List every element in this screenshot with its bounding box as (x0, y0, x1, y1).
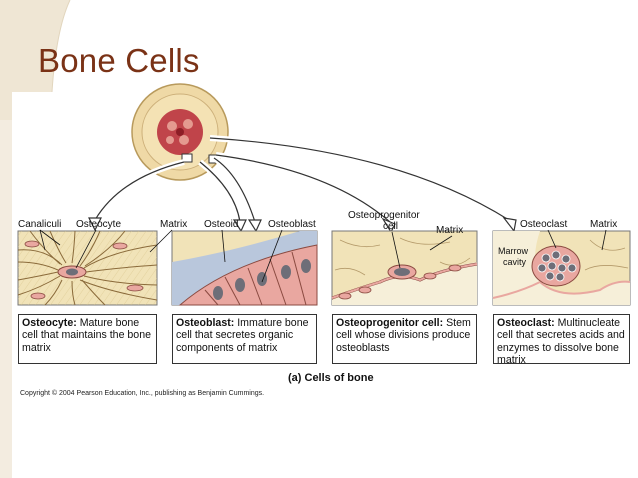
slide-title: Bone Cells (38, 42, 200, 79)
desc-osteoblast-text: Immature bone cell that secretes organic… (176, 317, 309, 354)
label-group: Canaliculi Osteocyte Matrix Osteoid Oste… (18, 210, 617, 267)
osteoclast-panel (492, 230, 631, 306)
figure-caption: (a) Cells of bone (288, 372, 374, 384)
desc-osteoblast: Osteoblast: Immature bone cell that secr… (172, 314, 317, 364)
desc-osteoclast: Osteoclast: Multinucleate cell that secr… (493, 314, 630, 367)
label-osteoprogenitor-2: cell (383, 221, 398, 232)
osteocyte-panel (17, 230, 158, 306)
label-matrix-1: Matrix (160, 219, 187, 230)
copyright-notice: Copyright © 2004 Pearson Education, Inc.… (20, 390, 265, 397)
arrowheads (88, 217, 517, 234)
label-marrow-2: cavity (503, 257, 527, 267)
label-matrix-2: Matrix (436, 225, 463, 236)
desc-osteoclast-term: Osteoclast: (497, 317, 555, 329)
leader-lines (39, 229, 607, 283)
desc-osteoprogenitor-term: Osteoprogenitor cell: (336, 317, 444, 329)
desc-osteoprogenitor-text: Stem cell whose divisions produce osteob… (336, 317, 471, 354)
label-osteoclast: Osteoclast (520, 219, 567, 230)
label-osteoprogenitor-1: Osteoprogenitor (348, 210, 420, 221)
desc-osteoblast-term: Osteoblast: (176, 317, 235, 329)
desc-osteocyte-term: Osteocyte: (22, 317, 77, 329)
bone-cross-section (131, 83, 229, 181)
slide-header-background (0, 0, 638, 92)
desc-osteocyte-text: Mature bone cell that maintains the bone… (22, 317, 151, 354)
label-osteocyte: Osteocyte (76, 219, 121, 230)
desc-osteoclast-text: Multinucleate cell that secretes acids a… (497, 317, 625, 367)
label-osteoblast: Osteoblast (268, 219, 316, 230)
label-osteoid: Osteoid (204, 219, 238, 230)
osteoblast-panel (171, 230, 318, 306)
decorative-swoosh (0, 0, 71, 120)
desc-osteocyte: Osteocyte: Mature bone cell that maintai… (18, 314, 157, 364)
osteoprogenitor-panel (331, 230, 478, 306)
label-matrix-3: Matrix (590, 219, 617, 230)
label-marrow-1: Marrow (498, 246, 529, 256)
desc-osteoprogenitor: Osteoprogenitor cell: Stem cell whose di… (332, 314, 477, 364)
label-canaliculi: Canaliculi (18, 219, 61, 230)
connector-arrows (92, 135, 514, 225)
